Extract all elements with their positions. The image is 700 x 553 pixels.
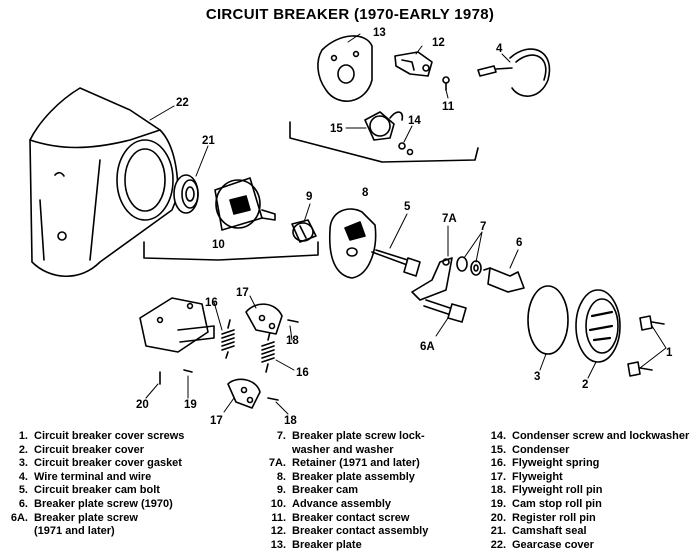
flyweight-lower <box>227 378 261 409</box>
flyweight-upper <box>245 303 283 335</box>
breaker-cam <box>291 219 317 243</box>
callout-6: 6 <box>516 237 522 249</box>
breaker-plate-screw-6a <box>423 299 467 323</box>
bracket-8 <box>289 121 479 163</box>
breaker-cover <box>575 289 621 363</box>
legend-item: 6A.Breaker plate screw <box>10 511 138 524</box>
wire-terminal-and-wire <box>477 48 551 97</box>
camshaft-seal <box>173 174 199 214</box>
legend-column-3: 14.Condenser screw and lockwasher 15.Con… <box>478 430 700 552</box>
callout-19: 19 <box>184 399 197 411</box>
callout-18a: 18 <box>286 335 299 347</box>
legend-item: 3.Circuit breaker cover gasket <box>18 457 182 470</box>
legend-item: 13.Breaker plate <box>270 538 362 551</box>
breaker-contact-assembly <box>394 51 433 77</box>
legend-item: 4.Wire terminal and wire <box>18 470 152 483</box>
callout-2: 2 <box>582 379 588 391</box>
flyweight-spring-right <box>261 331 275 373</box>
callout-17b: 17 <box>210 415 223 427</box>
callout-16a: 16 <box>205 297 218 309</box>
callout-7a: 7A <box>442 213 457 225</box>
cam-bolt <box>371 249 421 277</box>
leader-lines <box>145 33 667 415</box>
callout-16b: 16 <box>296 367 309 379</box>
legend-item: 1.Circuit breaker cover screws <box>18 430 185 442</box>
legend-item: 19.Cam stop roll pin <box>490 497 602 510</box>
callout-21: 21 <box>202 135 215 147</box>
legend-item: 8.Breaker plate assembly <box>276 470 415 483</box>
callout-11: 11 <box>442 101 455 113</box>
lockwasher-and-washer <box>456 256 482 276</box>
legend-column-1: 1.Circuit breaker cover screws 2.Circuit… <box>0 430 250 539</box>
breaker-contact-screw <box>442 76 450 91</box>
legend-item: 12.Breaker contact assembly <box>270 525 429 538</box>
legend-item: 17.Flyweight <box>490 470 563 483</box>
flyweight-roll-pin-upper <box>287 319 299 323</box>
legend-item: 15.Condenser <box>490 443 570 456</box>
breaker-plate <box>317 35 373 102</box>
callout-9: 9 <box>306 191 312 203</box>
legend-item: 9.Breaker cam <box>276 484 359 497</box>
legend-item: 21.Camshaft seal <box>490 525 587 538</box>
advance-hub <box>214 177 276 231</box>
flyweight-spring-left <box>221 319 235 359</box>
callout-15: 15 <box>330 123 343 135</box>
callout-8: 8 <box>362 187 369 199</box>
exploded-view-diagram: 13 12 4 11 22 15 14 21 8 9 5 7A 7 6 10 1… <box>29 27 673 427</box>
legend-item: 16.Flyweight spring <box>490 457 600 470</box>
legend-item: 6.Breaker plate screw (1970) <box>18 497 173 510</box>
gearcase-cover <box>29 87 179 278</box>
cover-gasket <box>527 285 569 355</box>
legend-item: 10.Advance assembly <box>270 497 392 510</box>
cover-screws <box>627 315 665 377</box>
cam-stop-roll-pin <box>183 369 193 373</box>
callout-4: 4 <box>496 43 503 55</box>
callout-18b: 18 <box>284 415 297 427</box>
advance-base-plate <box>139 297 215 353</box>
legend-item-continuation: washer and washer <box>292 443 394 456</box>
callout-20: 20 <box>136 399 149 411</box>
legend-column-2: 7.Breaker plate screw lock- washer and w… <box>258 430 488 552</box>
legend-item: 5.Circuit breaker cam bolt <box>18 484 160 497</box>
legend-item: 7.Breaker plate screw lock- <box>276 430 425 442</box>
breaker-plate-screw <box>483 267 525 293</box>
condenser <box>364 111 404 141</box>
retainer <box>411 257 453 301</box>
callout-14: 14 <box>408 115 421 127</box>
callout-1: 1 <box>666 347 673 359</box>
flyweight-roll-pin-lower <box>267 397 279 401</box>
diagram-title: CIRCUIT BREAKER (1970-EARLY 1978) <box>205 6 495 23</box>
legend-item-continuation: (1971 and later) <box>34 525 115 538</box>
callout-13: 13 <box>373 27 386 39</box>
callout-5: 5 <box>404 201 411 213</box>
callout-3: 3 <box>534 371 540 383</box>
condenser-screw <box>398 142 414 156</box>
legend-item: 2.Circuit breaker cover <box>18 443 145 456</box>
legend-item: 22.Gearcase cover <box>490 538 594 551</box>
legend-item: 7A.Retainer (1971 and later) <box>268 457 420 470</box>
legend-item: 11.Breaker contact screw <box>271 511 410 524</box>
callout-22: 22 <box>176 97 189 109</box>
breaker-plate-assembly <box>328 208 377 279</box>
legend-item: 18.Flyweight roll pin <box>490 484 603 497</box>
callout-7: 7 <box>480 221 486 233</box>
legend-item: 14.Condenser screw and lockwasher <box>490 430 690 442</box>
callout-12: 12 <box>432 37 445 49</box>
legend-item: 20.Register roll pin <box>490 511 596 524</box>
callout-17a: 17 <box>236 287 249 299</box>
callout-10: 10 <box>212 239 225 251</box>
callout-6a: 6A <box>420 341 435 353</box>
bracket-10 <box>143 241 319 261</box>
